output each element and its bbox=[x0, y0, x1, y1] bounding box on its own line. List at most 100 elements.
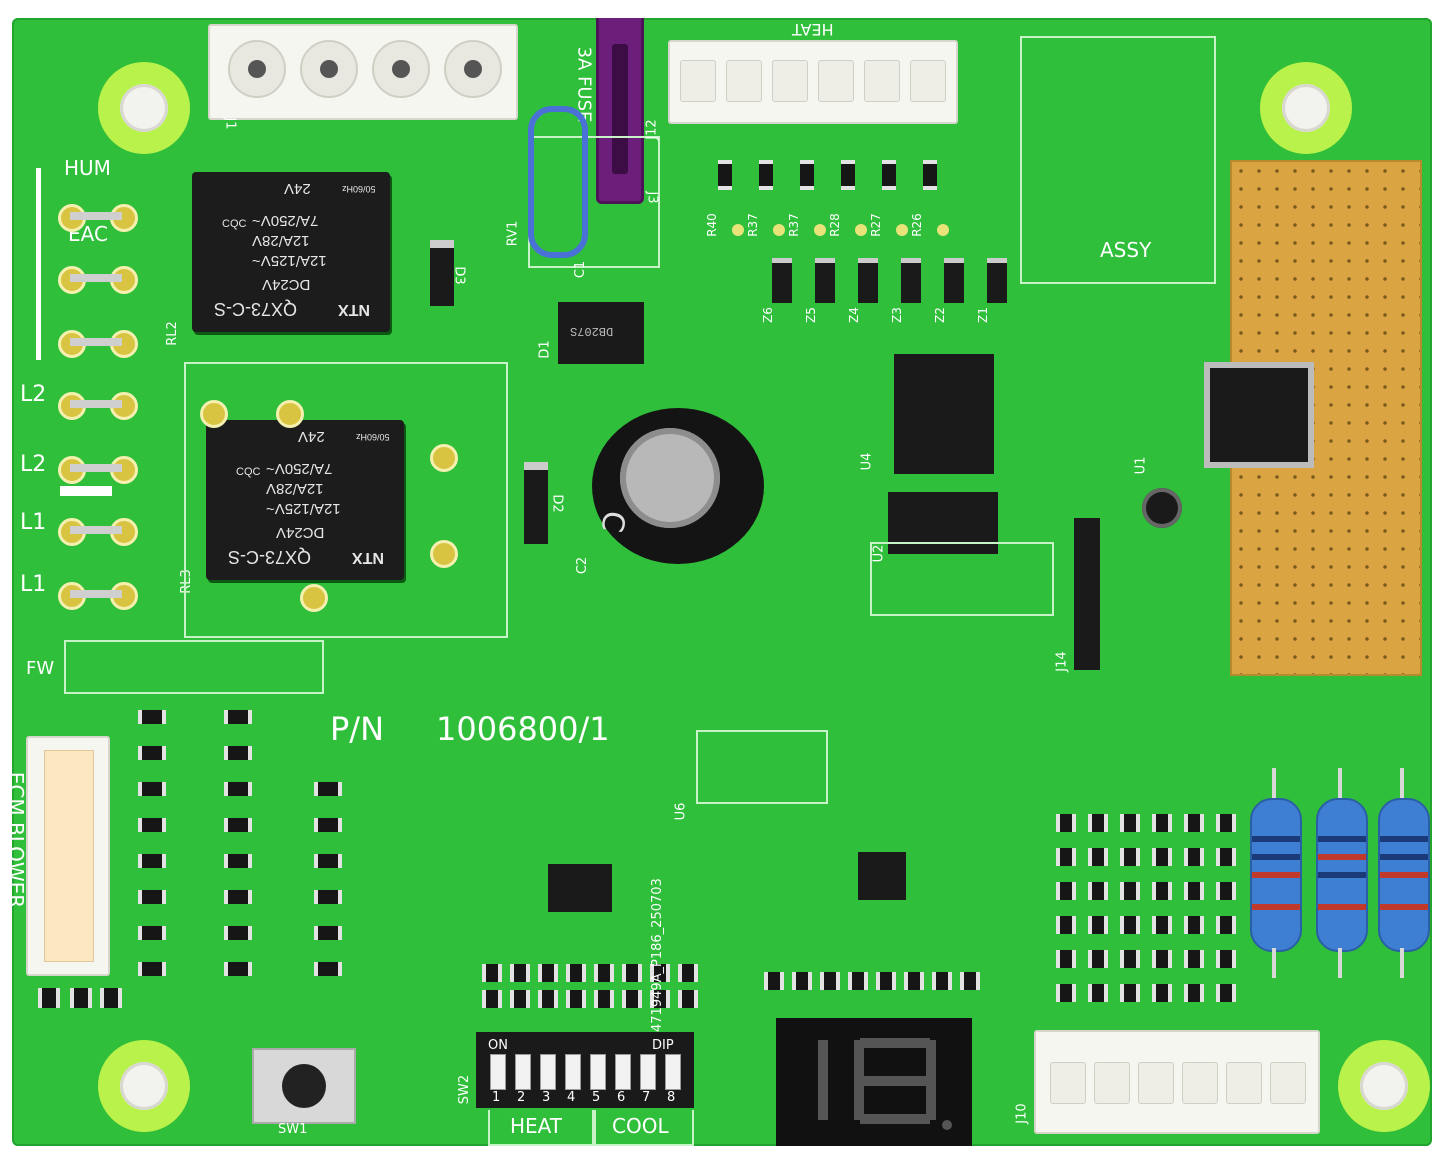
relay-freq: 50/60Hz bbox=[342, 184, 376, 194]
silk-bar bbox=[36, 168, 41, 360]
copper-heatsink-area bbox=[1230, 160, 1422, 676]
smd-resistor bbox=[1216, 848, 1236, 866]
smd-resistor bbox=[792, 972, 812, 990]
u6-outline bbox=[696, 730, 828, 804]
power-resistor-2 bbox=[1316, 798, 1368, 952]
smd-resistor bbox=[138, 710, 166, 724]
zener-diode bbox=[987, 258, 1007, 303]
resistor-label: R27 bbox=[868, 213, 883, 237]
resistor-lead bbox=[1400, 948, 1404, 978]
dip-toggle bbox=[590, 1054, 606, 1090]
resistor-lead bbox=[1338, 768, 1342, 798]
smd-resistor bbox=[1216, 882, 1236, 900]
zener-label: Z4 bbox=[846, 307, 861, 323]
relay-cqc: CQC bbox=[222, 218, 247, 230]
l2-label-b: L2 bbox=[20, 452, 47, 477]
resistor-label: R37 bbox=[786, 213, 801, 237]
smd-resistor bbox=[1088, 916, 1108, 934]
smd-resistor bbox=[138, 890, 166, 904]
u1-label: U1 bbox=[1133, 456, 1149, 475]
smd-resistor bbox=[1056, 848, 1076, 866]
fw-label: FW bbox=[26, 658, 55, 679]
smd-resistor bbox=[923, 160, 937, 190]
relay-brand: NTX bbox=[338, 301, 370, 318]
via-pad bbox=[855, 224, 867, 236]
u4-label: U4 bbox=[859, 452, 875, 471]
u2-outline bbox=[870, 542, 1054, 616]
relay-cqc: CQC bbox=[236, 466, 261, 478]
smd-resistor bbox=[678, 964, 698, 982]
smd-resistor bbox=[1056, 916, 1076, 934]
smd-resistor bbox=[1056, 950, 1076, 968]
smd-resistor bbox=[876, 972, 896, 990]
smd-resistor bbox=[841, 160, 855, 190]
smd-resistor bbox=[678, 990, 698, 1008]
relay-rl3: 24V 7A/250V~ 12A/28V 12A/125V~ DC24V QX7… bbox=[206, 420, 404, 580]
j1-label: J1 bbox=[222, 117, 238, 130]
heat-top-label: HEAT bbox=[792, 20, 834, 39]
resistor-label: R26 bbox=[909, 213, 924, 237]
smd-resistor bbox=[848, 972, 868, 990]
smd-resistor bbox=[1152, 984, 1172, 1002]
smd-resistor bbox=[960, 972, 980, 990]
smd-resistor bbox=[650, 990, 670, 1008]
smd-resistor bbox=[759, 160, 773, 190]
relay-volt: 24V bbox=[284, 180, 311, 197]
ecm-label: ECM BLOWER bbox=[12, 771, 29, 909]
capacitor-mark: C bbox=[593, 508, 632, 535]
zener-label: Z5 bbox=[803, 307, 818, 323]
cool-group-outline bbox=[594, 1110, 694, 1146]
smd-resistor bbox=[482, 990, 502, 1008]
dip-number: 5 bbox=[592, 1090, 601, 1105]
resistor-label: R28 bbox=[827, 213, 842, 237]
smd-resistor bbox=[1088, 848, 1108, 866]
smd-resistor bbox=[1056, 814, 1076, 832]
power-resistor-1 bbox=[1250, 798, 1302, 952]
smd-resistor bbox=[224, 962, 252, 976]
dip-number: 6 bbox=[617, 1090, 626, 1105]
smd-resistor bbox=[224, 782, 252, 796]
smd-resistor bbox=[1056, 984, 1076, 1002]
relay-terminal bbox=[300, 584, 328, 612]
j14-label: J14 bbox=[1054, 651, 1070, 672]
zener-label: Z2 bbox=[932, 307, 947, 323]
power-resistor-3 bbox=[1378, 798, 1430, 952]
smd-resistor bbox=[1120, 984, 1140, 1002]
smd-resistor bbox=[314, 890, 342, 904]
dip-toggle bbox=[665, 1054, 681, 1090]
zener-diode bbox=[772, 258, 792, 303]
smd-resistor bbox=[1152, 950, 1172, 968]
relay-rating1: 12A/125V~ bbox=[252, 252, 327, 269]
smd-resistor bbox=[100, 988, 122, 1008]
smd-resistor bbox=[224, 926, 252, 940]
via-pad bbox=[814, 224, 826, 236]
smd-resistor bbox=[510, 964, 530, 982]
heat-group-outline bbox=[488, 1110, 594, 1146]
ic-u7 bbox=[858, 852, 906, 900]
via-pad bbox=[732, 224, 744, 236]
l2-label-a: L2 bbox=[20, 382, 47, 407]
smd-resistor bbox=[70, 988, 92, 1008]
rl2-label: RL2 bbox=[164, 321, 180, 346]
smd-resistor bbox=[1216, 814, 1236, 832]
spade-terminal-blade bbox=[70, 464, 122, 472]
resistor-lead bbox=[1338, 948, 1342, 978]
smd-resistor bbox=[138, 926, 166, 940]
resistor-label: R40 bbox=[704, 213, 719, 237]
smd-resistor bbox=[1184, 984, 1204, 1002]
smd-resistor bbox=[224, 710, 252, 724]
dip-toggle bbox=[565, 1054, 581, 1090]
zener-diode bbox=[901, 258, 921, 303]
spade-terminal-blade bbox=[70, 274, 122, 282]
zener-label: Z1 bbox=[975, 307, 990, 323]
smd-resistor bbox=[314, 854, 342, 868]
tactile-switch-sw1[interactable] bbox=[252, 1048, 356, 1124]
smd-resistor bbox=[1216, 950, 1236, 968]
ecm-blower-connector bbox=[26, 736, 110, 976]
smd-resistor bbox=[932, 972, 952, 990]
smd-resistor bbox=[622, 964, 642, 982]
dip-toggle bbox=[615, 1054, 631, 1090]
smd-resistor bbox=[1120, 916, 1140, 934]
smd-resistor bbox=[1216, 984, 1236, 1002]
